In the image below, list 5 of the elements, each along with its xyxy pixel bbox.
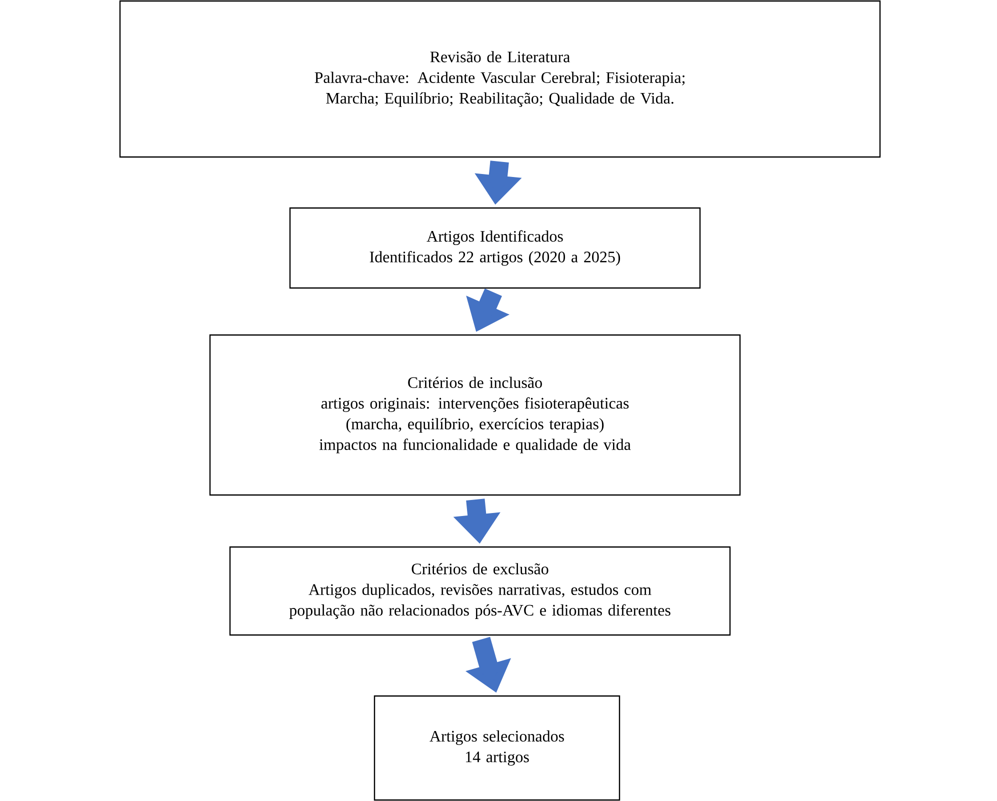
process-box: Critérios de exclusão Artigos duplicados, revisões narrativas, estudos com população não relacionados pós-AVC e idiomas diferentes — [229, 546, 731, 636]
process-box: Revisão de Literatura Palavra-chave: Acidente Vascular Cerebral; Fisioterapia; Marcha; Equilíbrio; Reabilitação; Qualidade de Vida. — [119, 0, 881, 158]
process-box: Critérios de inclusão artigos originais: intervenções fisioterapêuticas (marcha, equilíbrio, exercícios terapias) impactos na funcionalidade e qualidade de vida — [209, 334, 741, 496]
process-box: Artigos selecionados 14 artigos — [374, 695, 620, 801]
process-box: Artigos Identificados Identificados 22 artigos (2020 a 2025) — [289, 207, 701, 289]
